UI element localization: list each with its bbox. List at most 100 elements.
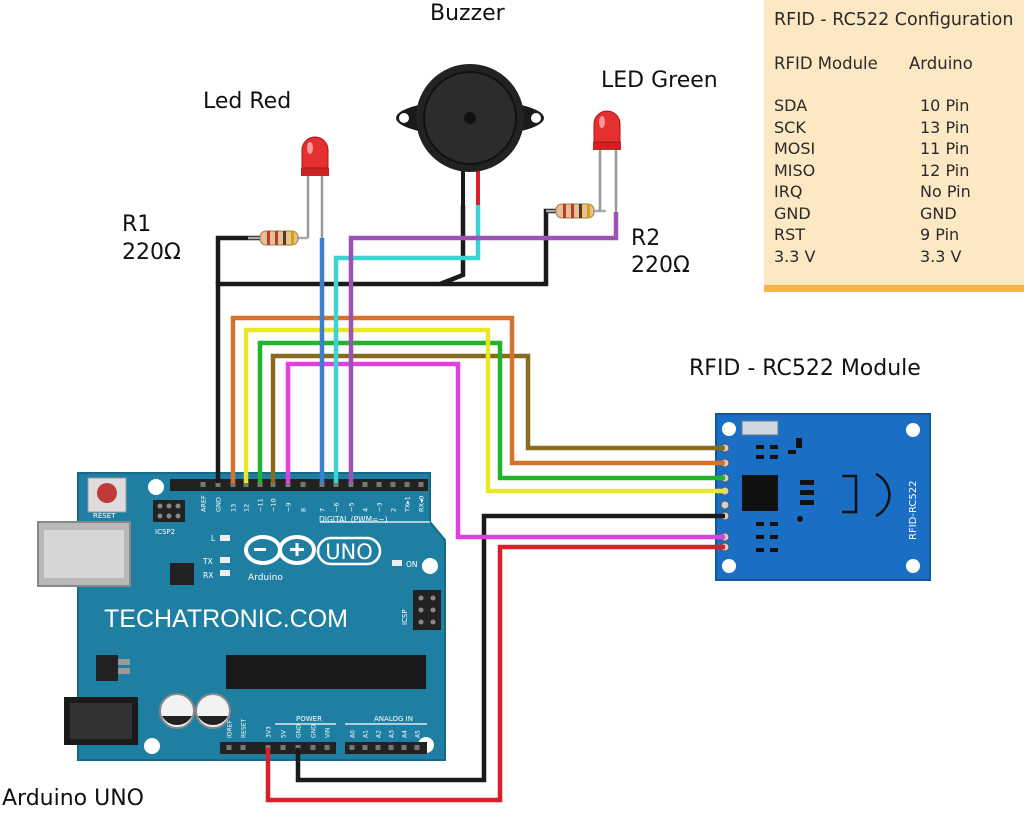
wire-buzzer-pin6 [333,205,481,483]
digital-pin-label: 4 [362,508,370,512]
header-pin-hole [240,745,246,750]
header-pin-hole [333,482,339,487]
power-label: POWER [296,715,322,723]
led-green [593,110,621,212]
voltage-regulator [96,655,118,681]
analog-pin-label: A0 [350,730,357,738]
website-label: TECHATRONIC.COM [104,605,348,633]
arduino-brand-label: Arduino [248,573,283,583]
config-row-arduino: 13 Pin [920,117,970,137]
wire-gnd-buzzer [439,205,466,287]
arduino-uno-board [37,472,446,761]
led-green-label: LED Green [601,68,718,93]
config-col-module: RFID Module [774,54,878,73]
led-tx-label: TX [202,557,213,566]
digital-pin-label: AREF [200,495,208,512]
config-row-module: 3.3 V [774,246,816,266]
rfid-board-label: RFID-RC522 [908,481,919,540]
digital-header [170,479,428,491]
header-pin-hole [215,482,221,487]
buzzer-label: Buzzer [430,1,505,26]
header-pin-hole [285,482,291,487]
wire-miso-pin12 [243,327,725,494]
power-pin-label: VIN [325,728,332,738]
header-pin-hole [310,745,316,750]
wire-gnd-r1 [215,235,262,284]
config-row-module: MOSI [774,139,816,158]
icsp-header [413,590,441,630]
header-pin-hole [401,745,407,750]
digital-pin-label: ~9 [285,502,293,512]
power-pin-label: GND [311,724,318,738]
digital-pin-label: TX▸1 [404,496,412,513]
header-pin-hole [200,482,206,487]
header-pin-hole [230,482,236,487]
header-pin-hole [300,482,306,487]
configuration-panel: RFID - RC522 Configuration RFID Module A… [764,0,1024,292]
on-label: ON [406,560,418,569]
digital-label: DIGITAL (PWM=~) [319,515,388,524]
header-pin-hole [388,745,394,750]
digital-pin-label: ~6 [333,502,341,512]
led-l-label: L [211,534,216,543]
header-pin-hole [376,482,382,487]
config-row-arduino: No Pin [920,182,971,201]
config-row-module: MISO [774,160,816,180]
buzzer [396,64,544,172]
header-pin-hole [265,745,271,750]
arduino-logo [244,535,382,566]
analog-pin-label: A2 [376,730,383,738]
icsp2-header [153,500,185,522]
header-pin-hole [280,745,286,750]
resistor-r2 [546,203,606,219]
digital-pin-label: GND [215,497,223,512]
header-pin-hole [348,482,354,487]
analog-label: ANALOG IN [374,715,413,723]
config-row-module: IRQ [774,182,803,201]
wire-rst-pin9 [285,361,725,540]
header-pin-hole [349,745,355,750]
digital-pin-label: RX◂0 [418,496,426,512]
r1-label: R1 [122,212,152,237]
wire-led-green-pin5 [348,212,619,483]
header-pin-hole [295,745,301,750]
analog-pin-label: A3 [389,730,396,738]
digital-pin-label: 7 [319,508,327,512]
header-pin-hole [243,482,249,487]
wire-rfid-3v3 [265,544,725,803]
atmega-chip [226,655,426,689]
config-col-arduino: Arduino [909,54,973,73]
digital-pin-label: 8 [300,508,308,512]
config-row-arduino: 12 Pin [920,160,970,180]
header-pin-hole [226,745,232,750]
digital-pin-label: ~10 [270,498,278,512]
reset-label: RESET [93,512,116,520]
header-pin-hole [404,482,410,487]
r2-value: 220Ω [631,253,690,278]
header-pin-hole [418,482,424,487]
config-row-module: SCK [774,117,806,137]
capacitors [159,693,231,729]
wire-sck-pin13 [230,315,725,483]
power-pin-label: 5V [281,729,288,738]
power-header [220,742,336,754]
led-red [301,136,329,238]
wire-rfid-gnd [295,513,725,783]
config-row-arduino: GND [920,203,957,223]
digital-pin-label: ~11 [257,498,265,512]
digital-pin-label: ~5 [348,502,356,512]
header-pin-hole [270,482,276,487]
digital-pin-label: 12 [243,504,251,512]
digital-pin-label: 2 [390,508,398,512]
analog-pin-label: A1 [363,730,370,738]
power-pin-label: GND [296,724,303,738]
header-pin-hole [390,482,396,487]
header-pin-hole [362,745,368,750]
config-row-module: GND [774,203,811,223]
